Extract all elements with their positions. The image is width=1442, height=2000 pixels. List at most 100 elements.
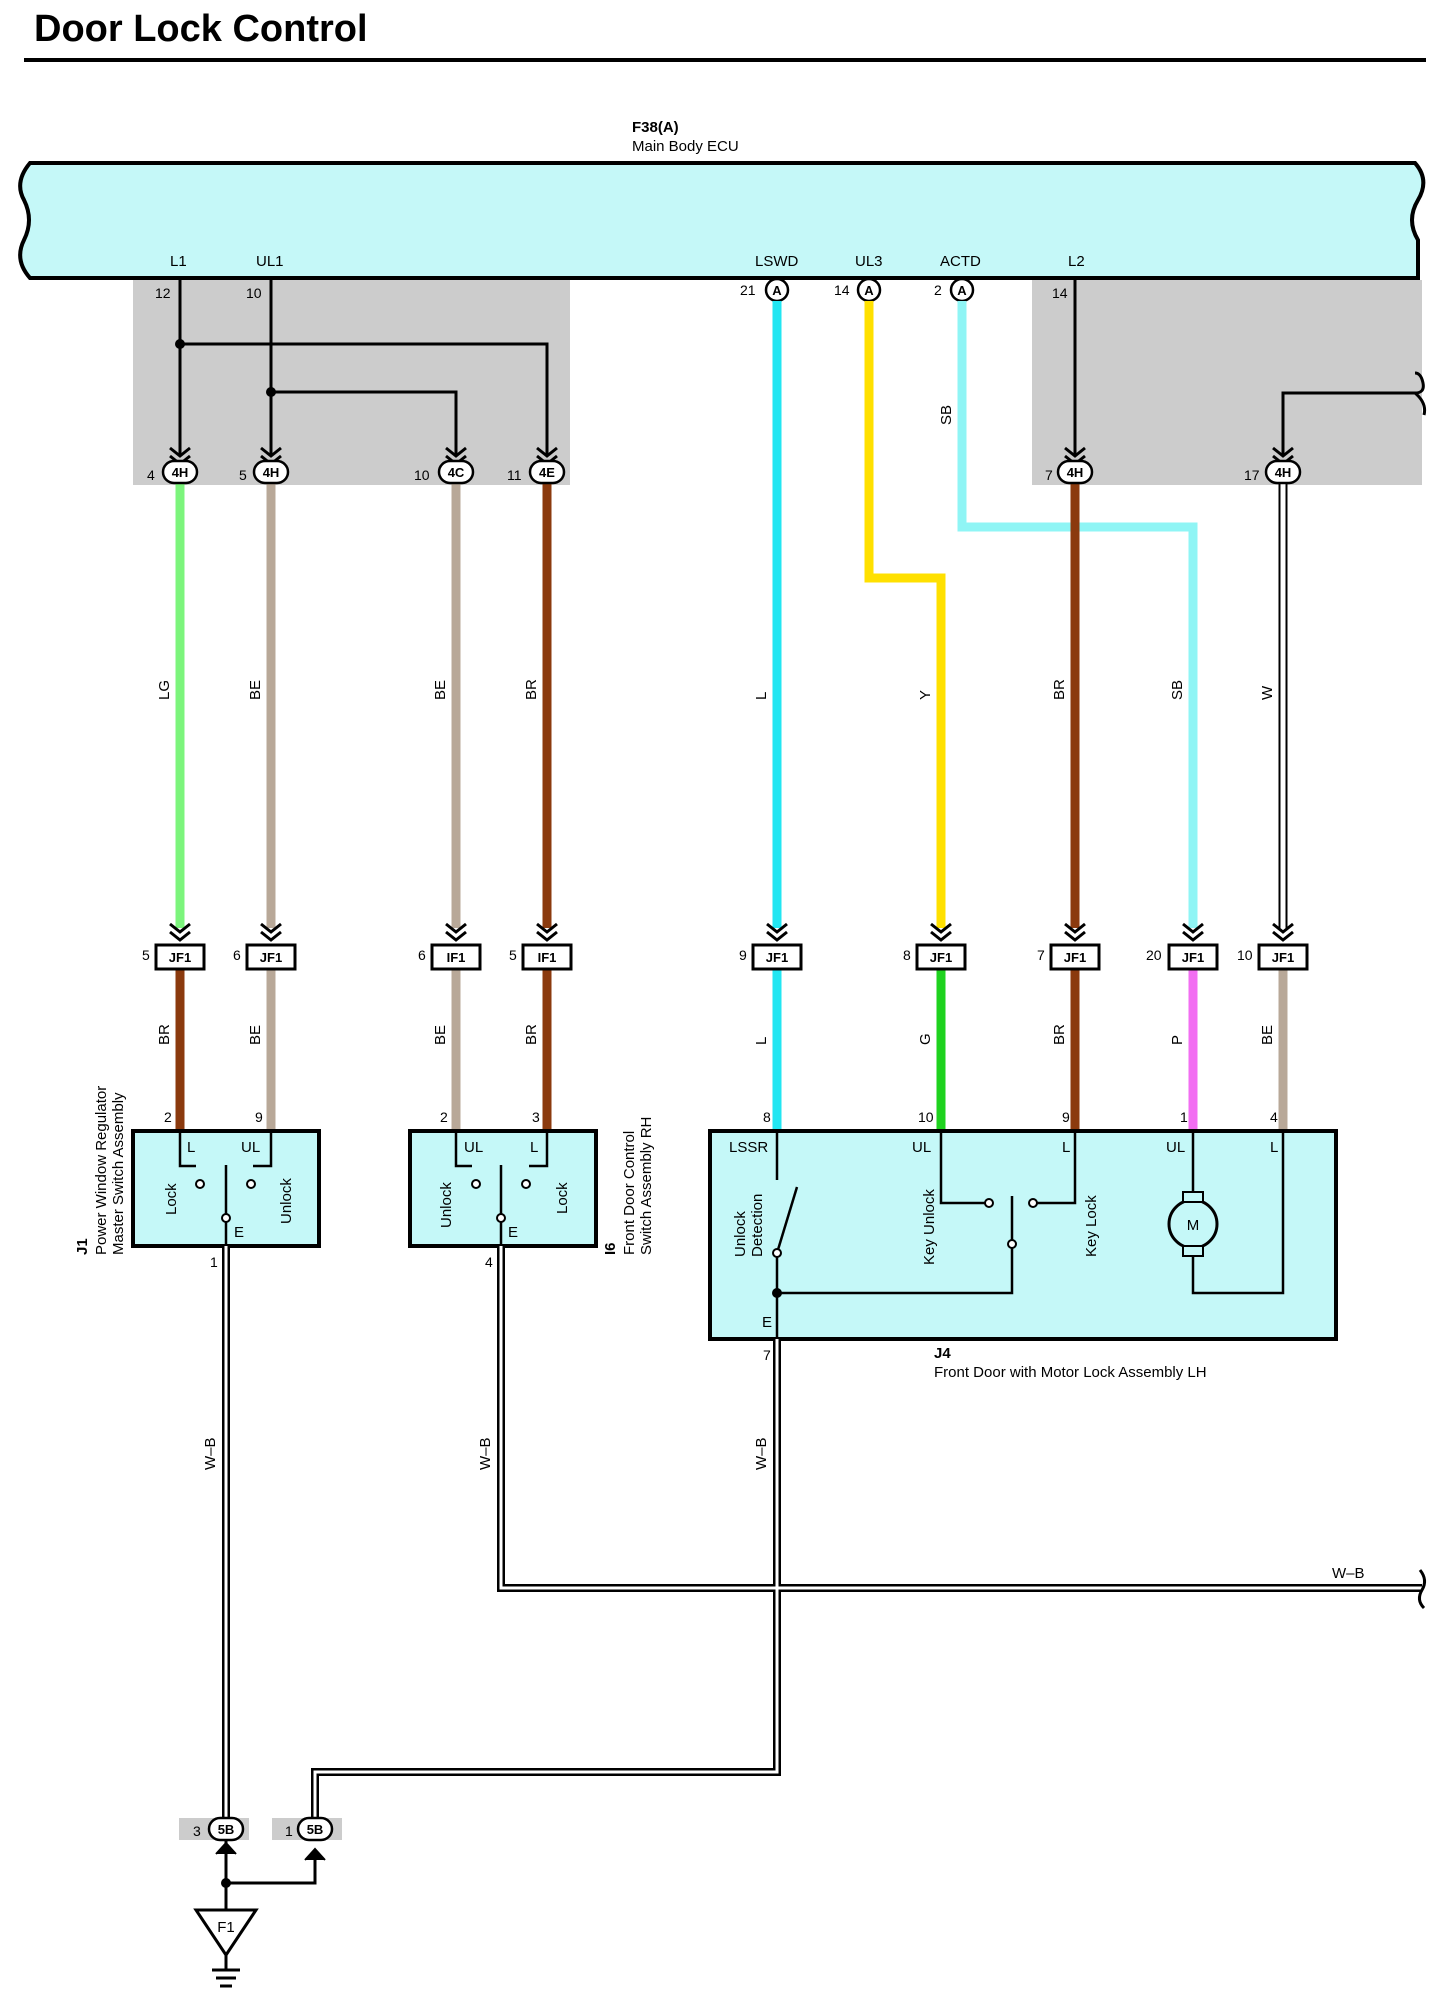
junction-connector: 4 4H (147, 459, 199, 485)
junction-wiring-left (178, 280, 549, 455)
junction-connector: 1 5B (285, 1816, 334, 1842)
component-j1: 2 9 L UL E 1 Lock Unlock J1 Power Window… (74, 1086, 321, 1270)
junction-block-left (133, 280, 570, 485)
svg-text:1: 1 (285, 1823, 293, 1839)
svg-text:A: A (772, 283, 782, 298)
junction-wiring-right (1073, 280, 1427, 455)
wire-color-label: BR (1051, 679, 1068, 700)
svg-text:Front Door with Motor Lock Ass: Front Door with Motor Lock Assembly LH (934, 1364, 1207, 1381)
wire-color-label: L (753, 1037, 770, 1045)
svg-text:2: 2 (164, 1109, 172, 1125)
lower-wires (175, 968, 1288, 1131)
ecu-pin-l1: 12 (155, 285, 171, 301)
wire-color-label: BE (1259, 1025, 1276, 1045)
ground-wire-label: W–B (202, 1437, 219, 1470)
splice-dot (266, 387, 276, 397)
svg-text:Switch Assembly RH: Switch Assembly RH (638, 1117, 655, 1255)
svg-text:F1: F1 (217, 1919, 235, 1936)
upper-wires (175, 301, 1198, 928)
wire-color-label: SB (938, 405, 955, 425)
junction-connector: 9 JF1 (739, 943, 803, 971)
ecu-terminal-ul1: UL1 (256, 253, 284, 270)
ecu-connector-ul3: A (856, 277, 882, 303)
svg-text:6: 6 (233, 947, 241, 963)
ecu-terminal-l2: L2 (1068, 253, 1085, 270)
wire-color-label: BR (1051, 1024, 1068, 1045)
wire-color-label: BE (247, 680, 264, 700)
svg-text:JF1: JF1 (930, 950, 952, 965)
ground-wire-label: W–B (753, 1437, 770, 1470)
mid-junction-connectors: 5 JF1 6 JF1 6 IF1 5 IF1 9 JF1 8 JF1 (142, 943, 1309, 971)
junction-connector: 7 JF1 (1037, 943, 1101, 971)
svg-text:4C: 4C (448, 465, 465, 480)
wire-color-label: G (917, 1033, 934, 1045)
svg-text:10: 10 (918, 1109, 934, 1125)
ground-wire-label: W–B (477, 1437, 494, 1470)
svg-text:Master Switch Assembly: Master Switch Assembly (110, 1092, 127, 1255)
svg-text:Unlock: Unlock (438, 1182, 455, 1228)
svg-text:6: 6 (418, 947, 426, 963)
svg-text:7: 7 (1045, 467, 1053, 483)
svg-text:L: L (1062, 1139, 1070, 1156)
svg-text:8: 8 (903, 947, 911, 963)
ecu-connector-actd: A (949, 277, 975, 303)
junction-connector: 20 JF1 (1146, 943, 1219, 971)
svg-text:L: L (1270, 1139, 1278, 1156)
svg-text:JF1: JF1 (766, 950, 788, 965)
svg-text:4: 4 (1270, 1109, 1278, 1125)
svg-text:Power Window Regulator: Power Window Regulator (93, 1086, 110, 1255)
ecu-pin-actd: 2 (934, 282, 942, 298)
svg-text:4H: 4H (172, 465, 189, 480)
wire-color-label: BR (156, 1024, 173, 1045)
wire-color-label: LG (156, 680, 173, 700)
svg-text:5B: 5B (307, 1822, 324, 1837)
ecu-pin-ul1: 10 (246, 285, 262, 301)
svg-text:JF1: JF1 (260, 950, 282, 965)
component-i6: 2 3 UL L E 4 Unlock Lock I6 Front Door C… (408, 1109, 655, 1270)
ecu-name: Main Body ECU (632, 138, 739, 155)
svg-text:7: 7 (763, 1347, 771, 1363)
svg-text:J4: J4 (934, 1345, 951, 1362)
junction-connector: 10 JF1 (1237, 943, 1309, 971)
svg-text:9: 9 (1062, 1109, 1070, 1125)
wire-color-label: W (1259, 685, 1276, 700)
junction-connector: 5 IF1 (509, 943, 573, 971)
page-title: Door Lock Control (34, 8, 368, 50)
junction-connector: 7 4H (1045, 459, 1094, 485)
svg-text:9: 9 (739, 947, 747, 963)
svg-text:IF1: IF1 (538, 950, 557, 965)
splice-dot (175, 339, 185, 349)
svg-text:1: 1 (210, 1254, 218, 1270)
wire-color-label: P (1169, 1035, 1186, 1045)
motor-icon: M (1167, 1191, 1219, 1257)
title-rule (24, 58, 1426, 62)
svg-text:LSSR: LSSR (729, 1139, 768, 1156)
junction-connector: 5 JF1 (142, 943, 206, 971)
svg-text:Lock: Lock (163, 1183, 180, 1215)
junction-block-right (1032, 280, 1422, 485)
svg-text:10: 10 (414, 467, 430, 483)
svg-text:L: L (530, 1139, 538, 1156)
svg-text:4H: 4H (1067, 465, 1084, 480)
svg-text:1: 1 (1180, 1109, 1188, 1125)
wire-color-label: L (753, 692, 770, 700)
svg-text:20: 20 (1146, 947, 1162, 963)
wire-color-label: BE (432, 680, 449, 700)
svg-text:UL: UL (464, 1139, 483, 1156)
svg-text:JF1: JF1 (1272, 950, 1294, 965)
svg-text:JF1: JF1 (1182, 950, 1204, 965)
wire-color-label: Y (917, 690, 934, 700)
bottom-junction-connectors: 3 5B 1 5B (193, 1816, 334, 1842)
ground-icon: F1 (193, 1840, 326, 1988)
svg-text:4: 4 (485, 1254, 493, 1270)
svg-text:3: 3 (193, 1823, 201, 1839)
svg-text:5: 5 (142, 947, 150, 963)
ecu-terminal-lswd: LSWD (755, 253, 799, 270)
svg-text:Key Lock: Key Lock (1083, 1195, 1100, 1257)
ecu-terminal-actd: ACTD (940, 253, 981, 270)
wire-color-label: BE (247, 1025, 264, 1045)
main-body-ecu (18, 161, 1426, 280)
svg-text:J1: J1 (74, 1238, 91, 1255)
wire-color-label: BE (432, 1025, 449, 1045)
